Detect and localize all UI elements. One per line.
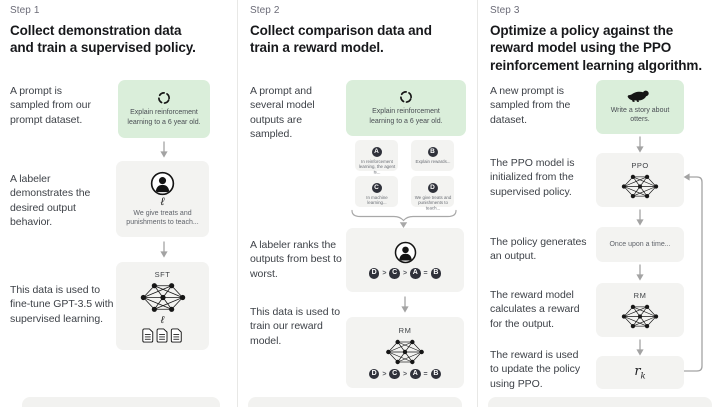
caption-ppo-init: The PPO model is initialized from the su… bbox=[490, 157, 575, 198]
labeler-rank-box: D > C > A = B bbox=[346, 228, 464, 292]
network-icon bbox=[384, 338, 426, 366]
output-box-a: A In reinforcement learning, the agent i… bbox=[355, 140, 398, 174]
prompt-box-text: Write a story about otters. bbox=[610, 106, 670, 123]
policy-output-box: Once upon a time... bbox=[596, 227, 684, 262]
rank-badge: B bbox=[430, 268, 442, 279]
column-divider bbox=[477, 0, 478, 407]
rank-badge: D bbox=[368, 268, 380, 279]
reward-symbol: rk bbox=[634, 363, 646, 382]
step-label: Step 1 bbox=[10, 5, 40, 16]
letter-badge: A bbox=[371, 147, 382, 157]
caption-generate: The policy generates an output. bbox=[490, 236, 587, 263]
caption-new-prompt: A new prompt is sampled from the dataset… bbox=[490, 85, 571, 126]
labeler-demo-box: ℓ We give treats and punishments to teac… bbox=[116, 161, 209, 237]
step-label: Step 2 bbox=[250, 5, 280, 16]
letter-badge: B bbox=[427, 147, 438, 157]
step-heading: Collect demonstration data and train a s… bbox=[10, 23, 196, 56]
person-icon bbox=[394, 241, 417, 264]
ppo-label: PPO bbox=[631, 160, 649, 170]
rank-badge: A bbox=[410, 368, 421, 380]
rank-badge: C bbox=[389, 268, 400, 279]
down-arrow-icon bbox=[635, 339, 645, 356]
rank-badge: A bbox=[410, 268, 421, 279]
output-text: In reinforcement learning, the agent is.… bbox=[358, 159, 395, 175]
rm-label: RM bbox=[633, 290, 647, 300]
step-heading: Optimize a policy against the reward mod… bbox=[490, 23, 702, 73]
rm-box: RM D > C > A = B bbox=[346, 317, 464, 388]
ppo-box: PPO bbox=[596, 153, 684, 207]
rm-box: RM bbox=[596, 283, 684, 337]
rank-separator: > bbox=[382, 270, 387, 277]
prompt-box: Explain reinforcement learning to a 6 ye… bbox=[118, 80, 210, 138]
down-arrow-icon bbox=[635, 264, 645, 281]
column-divider bbox=[237, 0, 238, 407]
caption-prompt-sampled: A prompt is sampled from our prompt data… bbox=[10, 85, 91, 126]
ranking-row: D > C > A = B bbox=[368, 268, 442, 279]
sft-label: SFT bbox=[154, 269, 171, 279]
step-heading: Collect comparison data and train a rewa… bbox=[250, 23, 432, 56]
output-box-b: B Explain rewards... bbox=[411, 140, 454, 171]
output-text: In machine learning... bbox=[365, 195, 388, 206]
rank-separator: = bbox=[423, 370, 428, 378]
curly-brace-icon bbox=[351, 209, 457, 228]
network-icon bbox=[139, 281, 187, 314]
output-text: We give treats and punishments to teach.… bbox=[414, 195, 451, 211]
bottom-strip bbox=[248, 397, 462, 407]
output-box-c: C In machine learning... bbox=[355, 176, 398, 207]
person-icon bbox=[150, 171, 175, 196]
caption-update-policy: The reward is used to update the policy … bbox=[490, 349, 581, 390]
step-label: Step 3 bbox=[490, 5, 520, 16]
rank-badge: C bbox=[389, 368, 400, 380]
caption-rank: A labeler ranks the outputs from best to… bbox=[250, 239, 342, 280]
caption-labeler-demo: A labeler demonstrates the desired outpu… bbox=[10, 173, 91, 228]
caption-train-rm: This data is used to train our reward mo… bbox=[250, 306, 341, 347]
ranking-row: D > C > A = B bbox=[368, 368, 442, 380]
down-arrow-icon bbox=[159, 141, 169, 158]
network-icon bbox=[620, 173, 660, 200]
down-arrow-icon bbox=[400, 296, 410, 313]
sampling-icon bbox=[157, 91, 171, 105]
rank-badge: D bbox=[368, 368, 380, 380]
bottom-strip bbox=[22, 397, 220, 407]
caption-prompt-outputs: A prompt and several model outputs are s… bbox=[250, 85, 315, 140]
rank-badge: B bbox=[430, 368, 442, 380]
rank-separator: > bbox=[402, 270, 408, 277]
prompt-box-text: Explain reinforcement learning to a 6 ye… bbox=[369, 108, 443, 125]
pen-icon: ℓ bbox=[160, 314, 165, 326]
rank-separator: > bbox=[402, 370, 408, 378]
rm-label: RM bbox=[398, 325, 412, 335]
rank-separator: > bbox=[382, 370, 387, 378]
prompt-box: Explain reinforcement learning to a 6 ye… bbox=[346, 80, 466, 136]
caption-finetune: This data is used to fine-tune GPT-3.5 w… bbox=[10, 284, 114, 325]
down-arrow-icon bbox=[635, 209, 645, 226]
pen-icon: ℓ bbox=[160, 195, 165, 208]
sampling-icon bbox=[399, 90, 413, 104]
reward-box: rk bbox=[596, 356, 684, 389]
caption-reward-calc: The reward model calculates a reward for… bbox=[490, 289, 580, 330]
bottom-strip bbox=[488, 397, 712, 407]
otter-icon bbox=[627, 90, 653, 104]
prompt-box: Write a story about otters. bbox=[596, 80, 684, 134]
feedback-loop-arrow-icon bbox=[683, 173, 703, 372]
network-icon bbox=[620, 303, 660, 330]
letter-badge: D bbox=[427, 183, 438, 193]
prompt-box-text: Explain reinforcement learning to a 6 ye… bbox=[127, 109, 201, 126]
documents-icon bbox=[141, 328, 184, 343]
output-box-d: D We give treats and punishments to teac… bbox=[411, 176, 454, 210]
letter-badge: C bbox=[371, 183, 382, 193]
sft-box: SFT ℓ bbox=[116, 262, 209, 350]
down-arrow-icon bbox=[159, 241, 169, 258]
output-text: Explain rewards... bbox=[415, 159, 450, 164]
rank-separator: = bbox=[423, 270, 428, 277]
down-arrow-icon bbox=[635, 136, 645, 153]
labeler-box-text: We give treats and punishments to teach.… bbox=[126, 209, 199, 226]
policy-output-text: Once upon a time... bbox=[609, 240, 671, 248]
